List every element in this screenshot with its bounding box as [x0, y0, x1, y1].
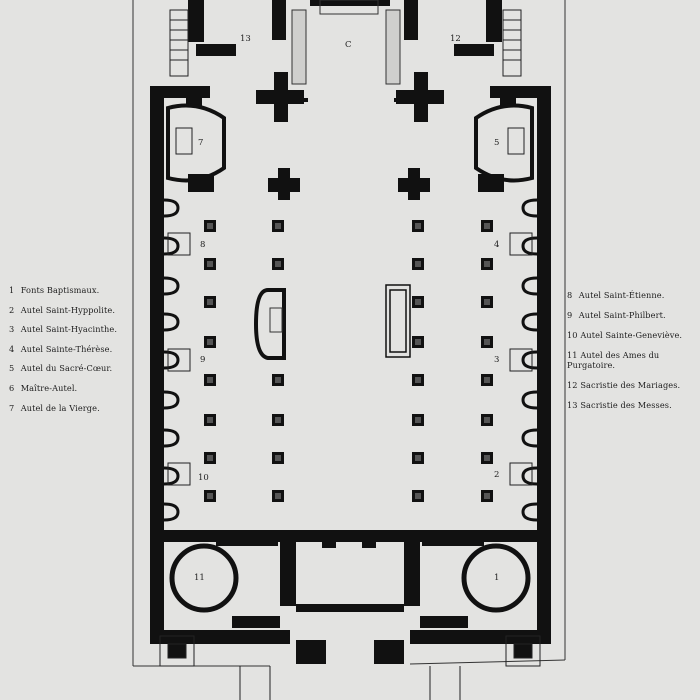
legend-item: 8 Autel Saint-Étienne.: [567, 290, 665, 300]
column-core: [275, 377, 281, 383]
column-core: [484, 223, 490, 229]
legend-item: 9 Autel Saint-Philbert.: [567, 309, 666, 320]
column-core: [207, 377, 213, 383]
column-core: [275, 261, 281, 267]
wall-niche: [163, 276, 180, 296]
entrance-walls: [216, 536, 484, 664]
column-core: [275, 493, 281, 499]
column-core: [415, 455, 421, 461]
choir-piers: [256, 72, 444, 122]
column-core: [415, 223, 421, 229]
corner-stairs: [159, 635, 541, 700]
wall-niche: [521, 276, 538, 296]
legend-left: 1 Fonts Baptismaux. 2 Autel Saint-Hyppol…: [9, 285, 117, 422]
legend-item: 4 Autel Sainte-Thérèse.: [9, 343, 113, 354]
plan-label-2: 2: [494, 470, 500, 480]
choir-walls: [188, 0, 502, 56]
column-core: [207, 223, 213, 229]
column-core: [484, 261, 490, 267]
legend-item: 3 Autel Saint-Hyacinthe.: [9, 324, 118, 335]
plan-label-13: 13: [240, 34, 251, 44]
rotundas: [169, 543, 531, 613]
column-core: [275, 455, 281, 461]
wall-niche: [521, 502, 538, 522]
legend-item: 13 Sacristie des Messes.: [567, 399, 672, 410]
plan-label-3: 3: [494, 355, 500, 365]
column-core: [415, 377, 421, 383]
side-altar: [509, 462, 533, 486]
plan-label-11: 11: [194, 573, 205, 583]
wall-niche: [163, 350, 180, 370]
wall-niche: [163, 428, 180, 448]
wall-niche: [163, 502, 180, 522]
pulpit: [253, 288, 286, 360]
plan-label-4: 4: [494, 240, 500, 250]
column-core: [415, 299, 421, 305]
column-core: [207, 339, 213, 345]
column-core: [415, 339, 421, 345]
wall-niche: [521, 428, 538, 448]
plan-label-9: 9: [200, 355, 206, 365]
plan-label-5: 5: [494, 138, 500, 148]
column-core: [484, 455, 490, 461]
legend-item: 12 Sacristie des Mariages.: [567, 380, 681, 391]
wall-niche: [163, 236, 180, 256]
legend-item: 5 Autel du Sacré-Cœur.: [9, 363, 113, 374]
side-altar: [167, 348, 191, 372]
legend-item: 1 Fonts Baptismaux.: [9, 285, 100, 295]
wall-niche: [163, 390, 180, 410]
crossing-piers: [188, 168, 504, 200]
column-core: [275, 417, 281, 423]
plan-label-10: 10: [198, 473, 209, 483]
side-altar: [509, 232, 533, 256]
side-altar: [167, 462, 191, 486]
nave-columns: [204, 220, 493, 502]
legend-item: 6 Maître-Autel.: [9, 382, 78, 393]
plan-label-8: 8: [200, 240, 206, 250]
legend-item: 7 Autel de la Vierge.: [9, 402, 100, 413]
staircases-top: [169, 9, 522, 77]
frame-lines: [132, 0, 566, 667]
column-core: [207, 493, 213, 499]
column-core: [415, 493, 421, 499]
chapel-apses: [166, 103, 534, 183]
column-core: [484, 493, 490, 499]
wall-niche: [521, 236, 538, 256]
wall-niche: [163, 466, 180, 486]
plan-label-c: C: [345, 40, 352, 50]
column-core: [415, 417, 421, 423]
choir-stalls: [291, 0, 401, 85]
legend-item: 10 Autel Sainte-Geneviève.: [567, 329, 683, 340]
column-core: [207, 455, 213, 461]
column-core: [207, 261, 213, 267]
column-core: [484, 339, 490, 345]
wall-niche: [521, 350, 538, 370]
wall-niche: [163, 312, 180, 332]
column-core: [207, 417, 213, 423]
plan-label-12: 12: [450, 34, 461, 44]
high-altar: [385, 284, 411, 358]
wall-niche: [521, 198, 538, 218]
legend-item: 11 Autel des Ames du Purgatoire.: [567, 349, 660, 371]
entrance-columns: [322, 534, 376, 548]
column-core: [415, 261, 421, 267]
chapel-altars: [175, 127, 525, 155]
wall-niche: [521, 390, 538, 410]
column-core: [207, 299, 213, 305]
wall-niche: [521, 466, 538, 486]
column-core: [484, 417, 490, 423]
column-core: [275, 223, 281, 229]
column-core: [484, 377, 490, 383]
wall-niche: [163, 198, 180, 218]
side-chapel-niches: [163, 198, 538, 522]
legend-right: 8 Autel Saint-Étienne. 9 Autel Saint-Phi…: [567, 290, 695, 420]
side-altar: [167, 232, 191, 256]
plan-label-7: 7: [198, 138, 204, 148]
plan-label-1: 1: [494, 573, 500, 583]
legend-item: 2 Autel Saint-Hyppolite.: [9, 304, 116, 315]
wall-niche: [521, 312, 538, 332]
side-altar: [509, 348, 533, 372]
column-core: [484, 299, 490, 305]
